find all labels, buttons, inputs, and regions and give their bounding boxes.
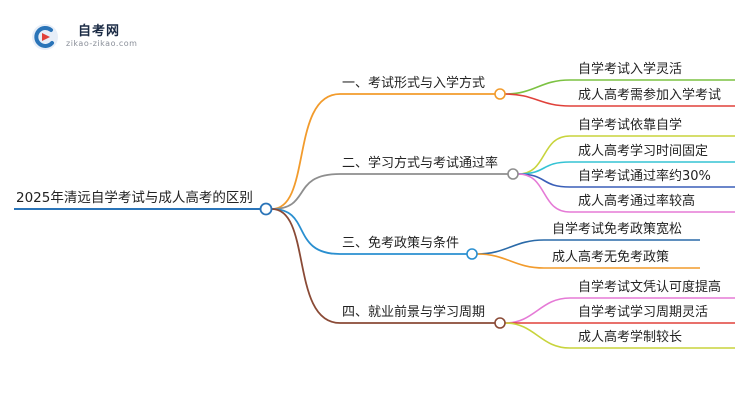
logo-subtitle: zikao-zikao.com: [66, 39, 138, 48]
child-connector: [476, 253, 545, 269]
branch-connector: [271, 208, 341, 255]
leaf-label[interactable]: 自学考试免考政策宽松: [552, 222, 683, 237]
child-connector: [476, 239, 545, 255]
branch-node-circle: [494, 88, 506, 100]
leaf-label[interactable]: 成人高考无免考政策: [552, 250, 670, 265]
logo-title: 自考网: [78, 24, 121, 39]
branch-label-2[interactable]: 二、学习方式与考试通过率: [342, 156, 499, 171]
leaf-label[interactable]: 成人高考学习时间固定: [578, 144, 709, 159]
leaf-label[interactable]: 成人高考需参加入学考试: [578, 88, 722, 103]
branch-label-1[interactable]: 一、考试形式与入学方式: [342, 76, 486, 91]
root-node-circle: [259, 202, 273, 216]
child-connector: [517, 173, 571, 213]
logo-icon: [32, 24, 58, 50]
child-connector: [504, 79, 571, 95]
branch-connector: [271, 208, 341, 324]
leaf-label[interactable]: 成人高考通过率较高: [578, 194, 696, 209]
child-connector: [504, 297, 571, 324]
leaf-label[interactable]: 成人高考学制较长: [578, 330, 683, 345]
leaf-label[interactable]: 自学考试学习周期灵活: [578, 305, 709, 320]
child-connector: [517, 173, 571, 188]
leaf-label[interactable]: 自学考试通过率约30%: [578, 169, 711, 184]
branch-connector: [271, 173, 341, 210]
branch-node-circle: [507, 168, 519, 180]
branch-label-3[interactable]: 三、免考政策与条件: [342, 236, 460, 251]
site-logo[interactable]: 自考网 zikao-zikao.com: [30, 18, 140, 52]
branch-label-4[interactable]: 四、就业前景与学习周期: [342, 305, 486, 320]
branch-node-circle: [466, 248, 478, 260]
root-topic[interactable]: 2025年清远自学考试与成人高考的区别: [16, 190, 253, 206]
leaf-label[interactable]: 自学考试文凭认可度提高: [578, 280, 722, 295]
child-connector: [504, 322, 571, 349]
leaf-label[interactable]: 自学考试依靠自学: [578, 118, 683, 133]
branch-connector: [271, 93, 341, 210]
child-connector: [504, 93, 571, 107]
leaf-label[interactable]: 自学考试入学灵活: [578, 62, 683, 77]
branch-node-circle: [494, 317, 506, 329]
